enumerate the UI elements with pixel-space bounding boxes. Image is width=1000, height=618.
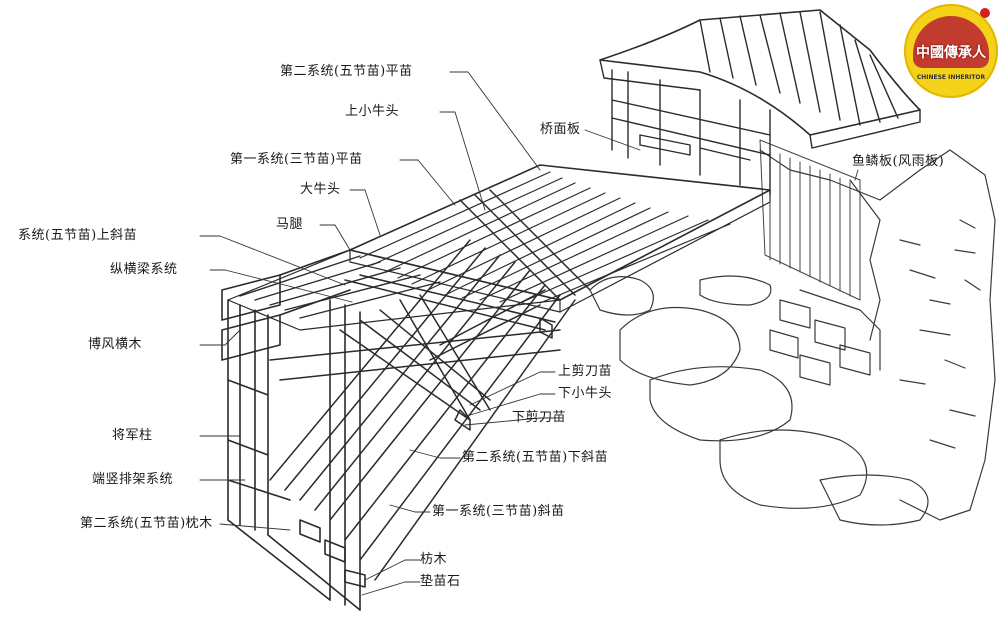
label-upper-diagonal: 系统(五节苗)上斜苗 bbox=[18, 228, 138, 243]
label-second-system-five-section-flat: 第二系统(五节苗)平苗 bbox=[280, 64, 413, 79]
wind-rain-boards bbox=[759, 139, 861, 301]
bridge-deck bbox=[349, 164, 771, 313]
label-general-post: 将军柱 bbox=[112, 428, 153, 443]
label-beam-system: 纵横梁系统 bbox=[110, 262, 178, 277]
stone-abutment bbox=[589, 149, 996, 526]
crescent-icon bbox=[980, 8, 990, 18]
label-barge-crossbeam: 博风横木 bbox=[88, 337, 143, 352]
leader-lines bbox=[199, 71, 859, 596]
label-horse-leg: 马腿 bbox=[276, 217, 304, 232]
label-square-timber: 枋木 bbox=[420, 552, 448, 567]
label-upper-small-bull-head: 上小牛头 bbox=[345, 104, 400, 119]
diagonal-struts bbox=[269, 189, 591, 581]
badge-subtitle: CHINESE INHERITOR bbox=[916, 74, 986, 81]
pavilion-roof bbox=[599, 9, 921, 149]
label-first-system-three-section-flat: 第一系统(三节苗)平苗 bbox=[230, 152, 363, 167]
chinese-inheritor-logo: 中國傳承人 CHINESE INHERITOR bbox=[904, 4, 998, 98]
label-big-bull-head: 大牛头 bbox=[300, 182, 341, 197]
label-lower-scissor: 下剪刀苗 bbox=[512, 410, 567, 425]
left-deck bbox=[227, 249, 561, 331]
label-lower-diagonal: 第二系统(五节苗)下斜苗 bbox=[462, 450, 609, 465]
label-upper-scissor: 上剪刀苗 bbox=[558, 364, 613, 379]
label-lower-small-bull-head: 下小牛头 bbox=[558, 386, 613, 401]
label-deck-board: 桥面板 bbox=[540, 122, 581, 137]
badge-title: 中國傳承人 bbox=[916, 45, 986, 61]
label-three-section-diagonal: 第一系统(三节苗)斜苗 bbox=[432, 504, 565, 519]
label-fish-scale-board: 鱼鳞板(风雨板) bbox=[852, 154, 945, 169]
label-end-frame-system: 端竖排架系统 bbox=[92, 472, 174, 487]
label-sleeper: 第二系统(五节苗)枕木 bbox=[80, 516, 213, 531]
label-base-stone: 垫苗石 bbox=[420, 574, 461, 589]
pavilion-frame bbox=[611, 69, 771, 196]
end-frame bbox=[221, 249, 366, 611]
